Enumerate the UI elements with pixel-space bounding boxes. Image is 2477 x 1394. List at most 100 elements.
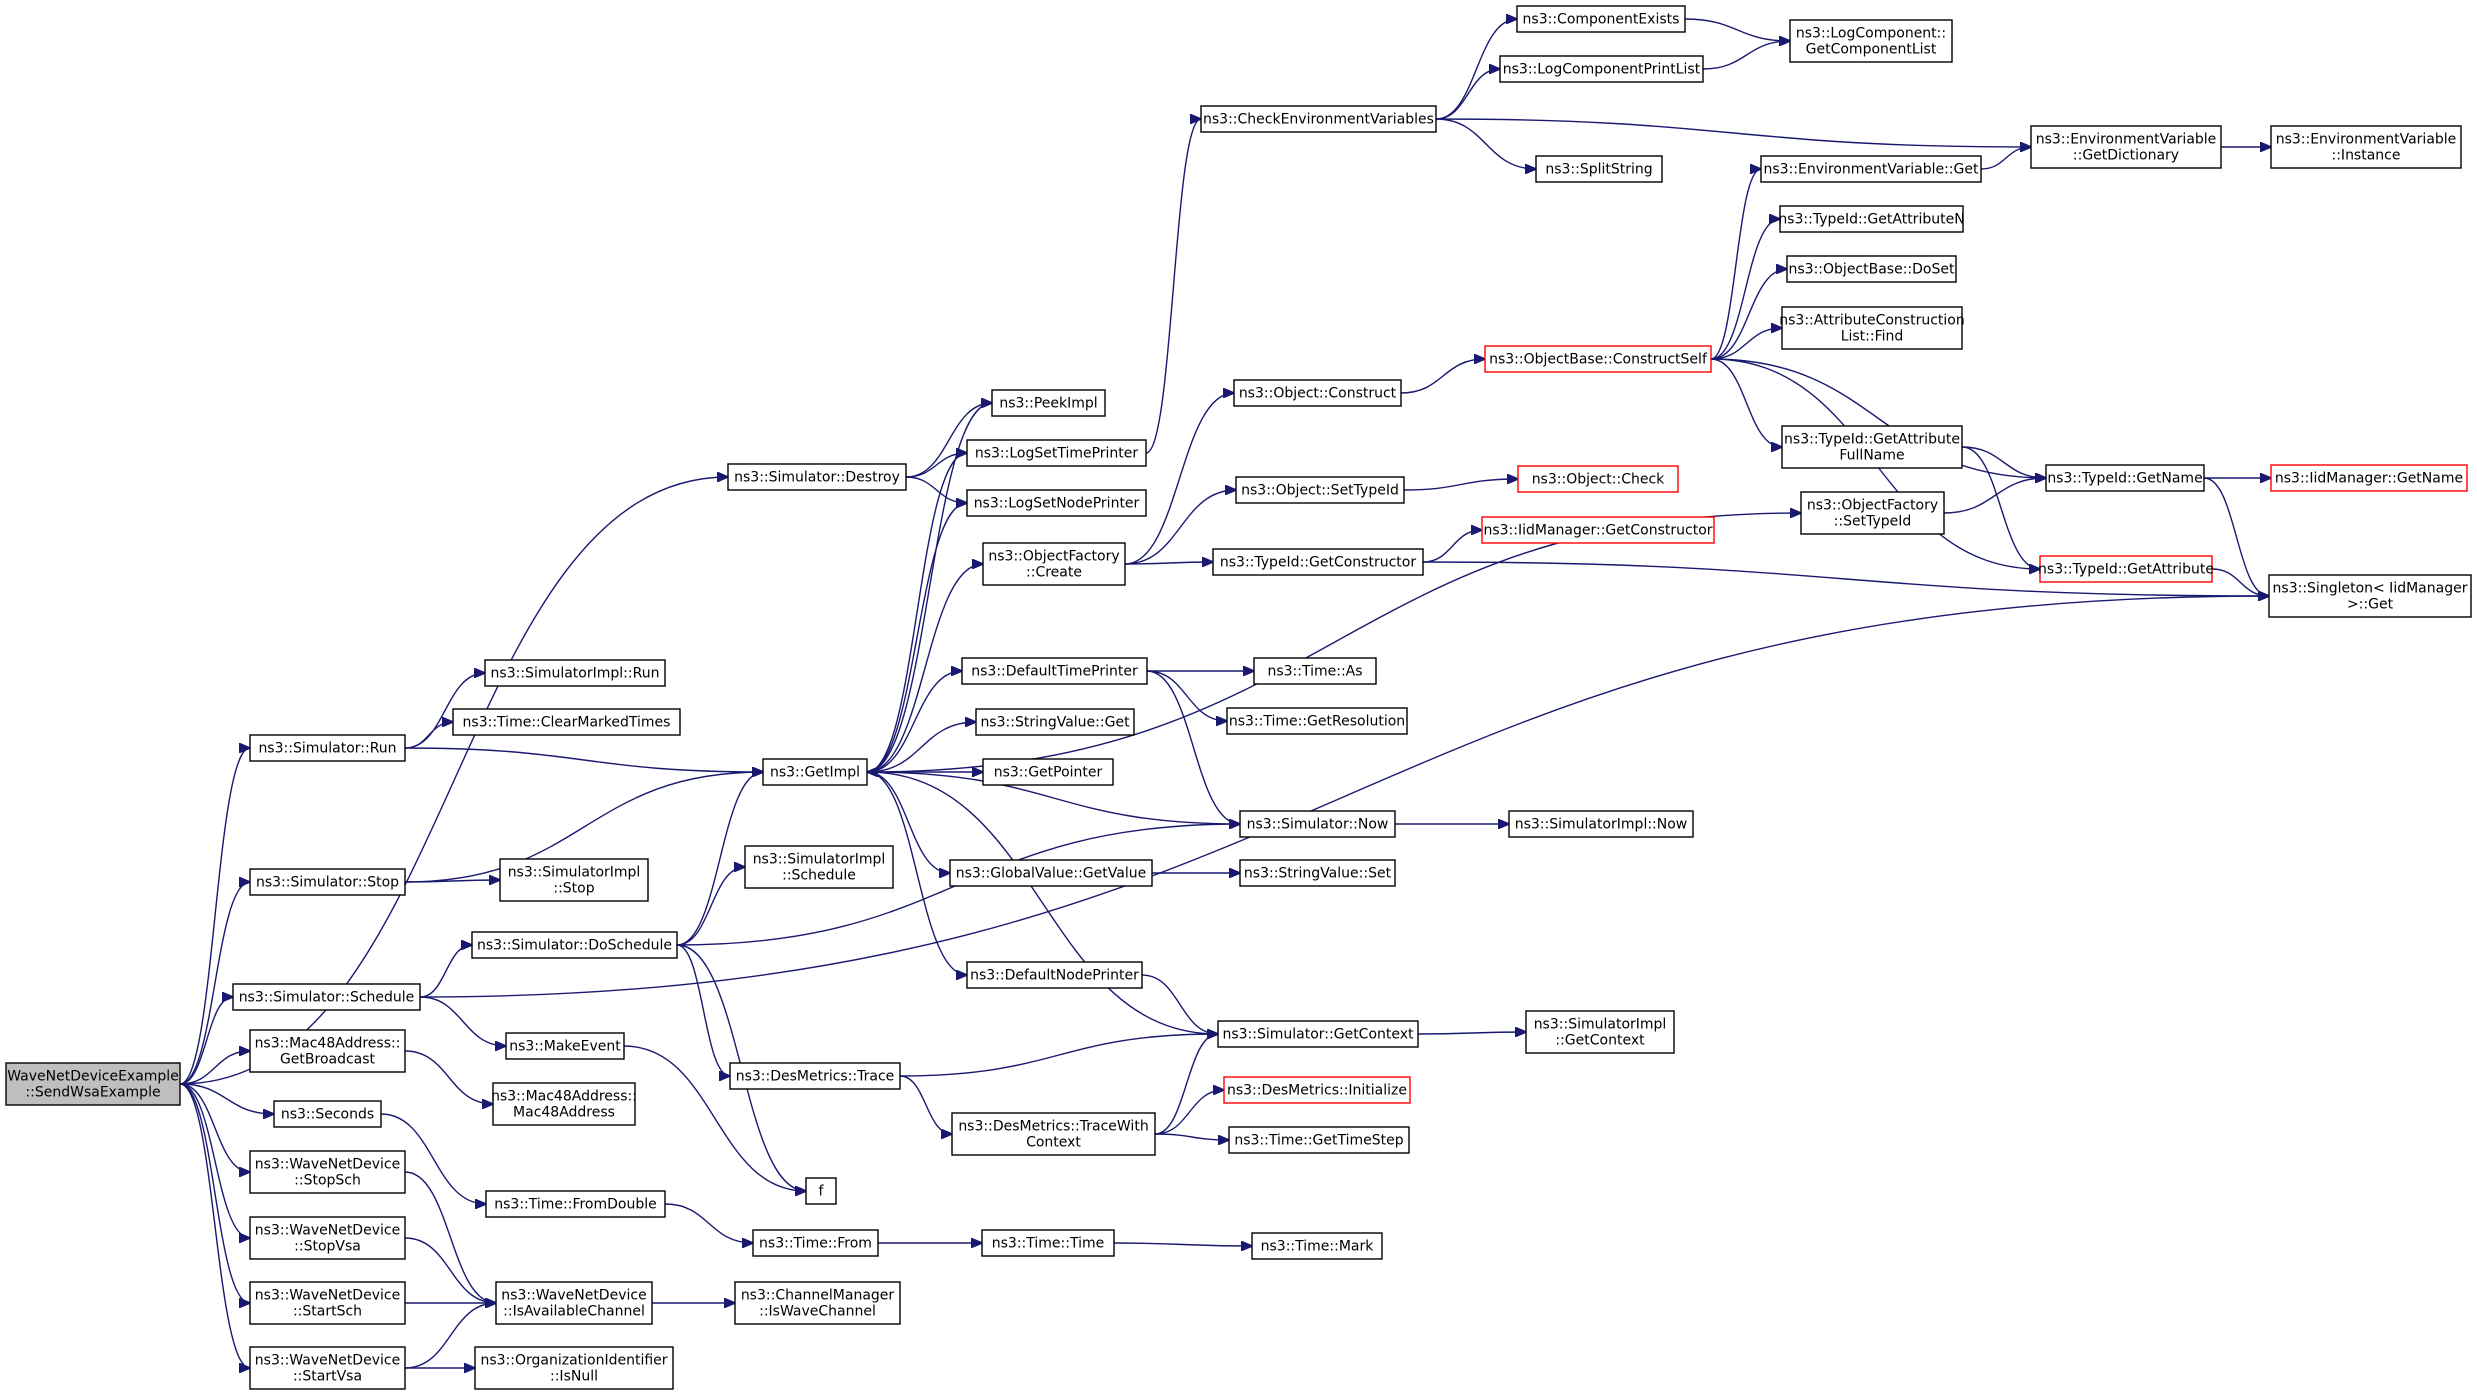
node-box[interactable] [485,1190,666,1218]
node-checkenvvars[interactable]: ns3::CheckEnvironmentVariables [1200,105,1437,133]
node-typeid_getname[interactable]: ns3::TypeId::GetName [2045,464,2205,492]
node-box[interactable] [1789,19,1953,63]
node-time_mark[interactable]: ns3::Time::Mark [1251,1232,1383,1260]
node-typeid_getattribute[interactable]: ns3::TypeId::GetAttribute [2038,555,2214,583]
node-makeevent[interactable]: ns3::MakeEvent [505,1032,625,1060]
node-box[interactable] [5,1062,181,1106]
node-box[interactable] [1800,491,1945,535]
node-box[interactable] [1786,255,1957,283]
node-logcomponentprintlist[interactable]: ns3::LogComponentPrintList [1499,55,1704,83]
node-box[interactable] [1253,657,1377,685]
node-box[interactable] [1239,859,1396,887]
node-box[interactable] [249,1150,406,1194]
node-objfactory_create[interactable]: ns3::ObjectFactory::Create [982,542,1126,586]
node-simimpl_schedule[interactable]: ns3::SimulatorImpl::Schedule [744,845,894,889]
node-box[interactable] [949,859,1153,887]
node-box[interactable] [2270,464,2468,492]
node-mac_mac48[interactable]: ns3::Mac48Address::Mac48Address [491,1082,637,1126]
node-sim_doschedule[interactable]: ns3::Simulator::DoSchedule [471,931,678,959]
node-peekimpl[interactable]: ns3::PeekImpl [991,389,1106,417]
node-box[interactable] [961,657,1148,685]
node-box[interactable] [495,1281,653,1325]
node-box[interactable] [966,489,1147,517]
node-box[interactable] [729,1062,901,1090]
node-box[interactable] [1484,345,1712,373]
node-box[interactable] [1779,205,1964,233]
node-desmetrics_init[interactable]: ns3::DesMetrics::Initialize [1223,1076,1411,1104]
node-wnd_stopvsa[interactable]: ns3::WaveNetDevice::StopVsa [249,1216,406,1260]
node-box[interactable] [1233,379,1402,407]
node-box[interactable] [1508,810,1694,838]
node-box[interactable] [474,1346,674,1390]
node-box[interactable] [1781,425,1963,469]
node-sim_now[interactable]: ns3::Simulator::Now [1239,810,1396,838]
node-box[interactable] [744,845,894,889]
node-box[interactable] [2045,464,2205,492]
node-box[interactable] [273,1100,382,1128]
node-box[interactable] [1760,155,1982,183]
node-stringvalue_set[interactable]: ns3::StringValue::Set [1239,859,1396,887]
node-splitstring[interactable]: ns3::SplitString [1535,155,1663,183]
node-time_gettimestep[interactable]: ns3::Time::GetTimeStep [1228,1126,1410,1154]
node-getimpl[interactable]: ns3::GetImpl [762,758,868,786]
node-sim_getcontext[interactable]: ns3::Simulator::GetContext [1217,1020,1419,1048]
node-time_as[interactable]: ns3::Time::As [1253,657,1377,685]
node-box[interactable] [2030,125,2222,169]
node-box[interactable] [499,858,649,902]
node-box[interactable] [975,708,1135,736]
node-object_construct[interactable]: ns3::Object::Construct [1233,379,1402,407]
node-sim_run[interactable]: ns3::Simulator::Run [249,734,406,762]
node-simimpl_stop[interactable]: ns3::SimulatorImpl::Stop [499,858,649,902]
node-objectbase_doset[interactable]: ns3::ObjectBase::DoSet [1786,255,1957,283]
node-box[interactable] [805,1177,837,1205]
node-chanmgr_iswave[interactable]: ns3::ChannelManager::IsWaveChannel [734,1281,901,1325]
node-box[interactable] [249,1029,406,1073]
node-defaulttimeprinter[interactable]: ns3::DefaultTimePrinter [961,657,1148,685]
node-componentexists[interactable]: ns3::ComponentExists [1516,5,1686,33]
node-box[interactable] [249,1346,406,1390]
node-box[interactable] [734,1281,901,1325]
node-sim_stop[interactable]: ns3::Simulator::Stop [249,868,406,896]
node-stringvalue_get[interactable]: ns3::StringValue::Get [975,708,1135,736]
node-simimpl_run[interactable]: ns3::SimulatorImpl::Run [484,659,666,687]
node-box[interactable] [249,1216,406,1260]
node-root[interactable]: WaveNetDeviceExample::SendWsaExample [5,1062,181,1106]
node-box[interactable] [966,961,1143,989]
node-box[interactable] [982,542,1126,586]
node-logsetnodeprinter[interactable]: ns3::LogSetNodePrinter [966,489,1147,517]
node-orgid_isnull[interactable]: ns3::OrganizationIdentifier::IsNull [474,1346,674,1390]
node-desmetrics_trace[interactable]: ns3::DesMetrics::Trace [729,1062,901,1090]
node-box[interactable] [249,734,406,762]
node-box[interactable] [752,1229,879,1257]
node-box[interactable] [2270,125,2462,169]
node-object_check[interactable]: ns3::Object::Check [1517,465,1679,493]
node-box[interactable] [1535,155,1663,183]
node-wnd_isavail[interactable]: ns3::WaveNetDevice::IsAvailableChannel [495,1281,653,1325]
node-singleton_get[interactable]: ns3::Singleton< IidManager>::Get [2268,574,2472,618]
node-time_from[interactable]: ns3::Time::From [752,1229,879,1257]
node-sim_destroy[interactable]: ns3::Simulator::Destroy [727,463,907,491]
node-box[interactable] [966,439,1147,467]
node-globalvalue_getvalue[interactable]: ns3::GlobalValue::GetValue [949,859,1153,887]
node-object_settypeid[interactable]: ns3::Object::SetTypeId [1235,476,1405,504]
node-box[interactable] [1235,476,1405,504]
node-typeid_getconstructor[interactable]: ns3::TypeId::GetConstructor [1212,548,1424,576]
node-box[interactable] [2039,555,2213,583]
node-envvar_getdict[interactable]: ns3::EnvironmentVariable::GetDictionary [2030,125,2222,169]
node-box[interactable] [1525,1010,1675,1054]
node-box[interactable] [1516,5,1686,33]
node-f[interactable]: f [805,1177,837,1205]
node-sim_schedule[interactable]: ns3::Simulator::Schedule [232,983,421,1011]
node-box[interactable] [1223,1076,1411,1104]
node-box[interactable] [1239,810,1396,838]
node-box[interactable] [982,758,1114,786]
node-simimpl_getcontext[interactable]: ns3::SimulatorImpl::GetContext [1525,1010,1675,1054]
node-box[interactable] [492,1082,636,1126]
node-box[interactable] [452,708,681,736]
node-mac_getbroadcast[interactable]: ns3::Mac48Address::GetBroadcast [249,1029,406,1073]
node-box[interactable] [1226,707,1408,735]
node-box[interactable] [1517,465,1679,493]
node-box[interactable] [1200,105,1437,133]
